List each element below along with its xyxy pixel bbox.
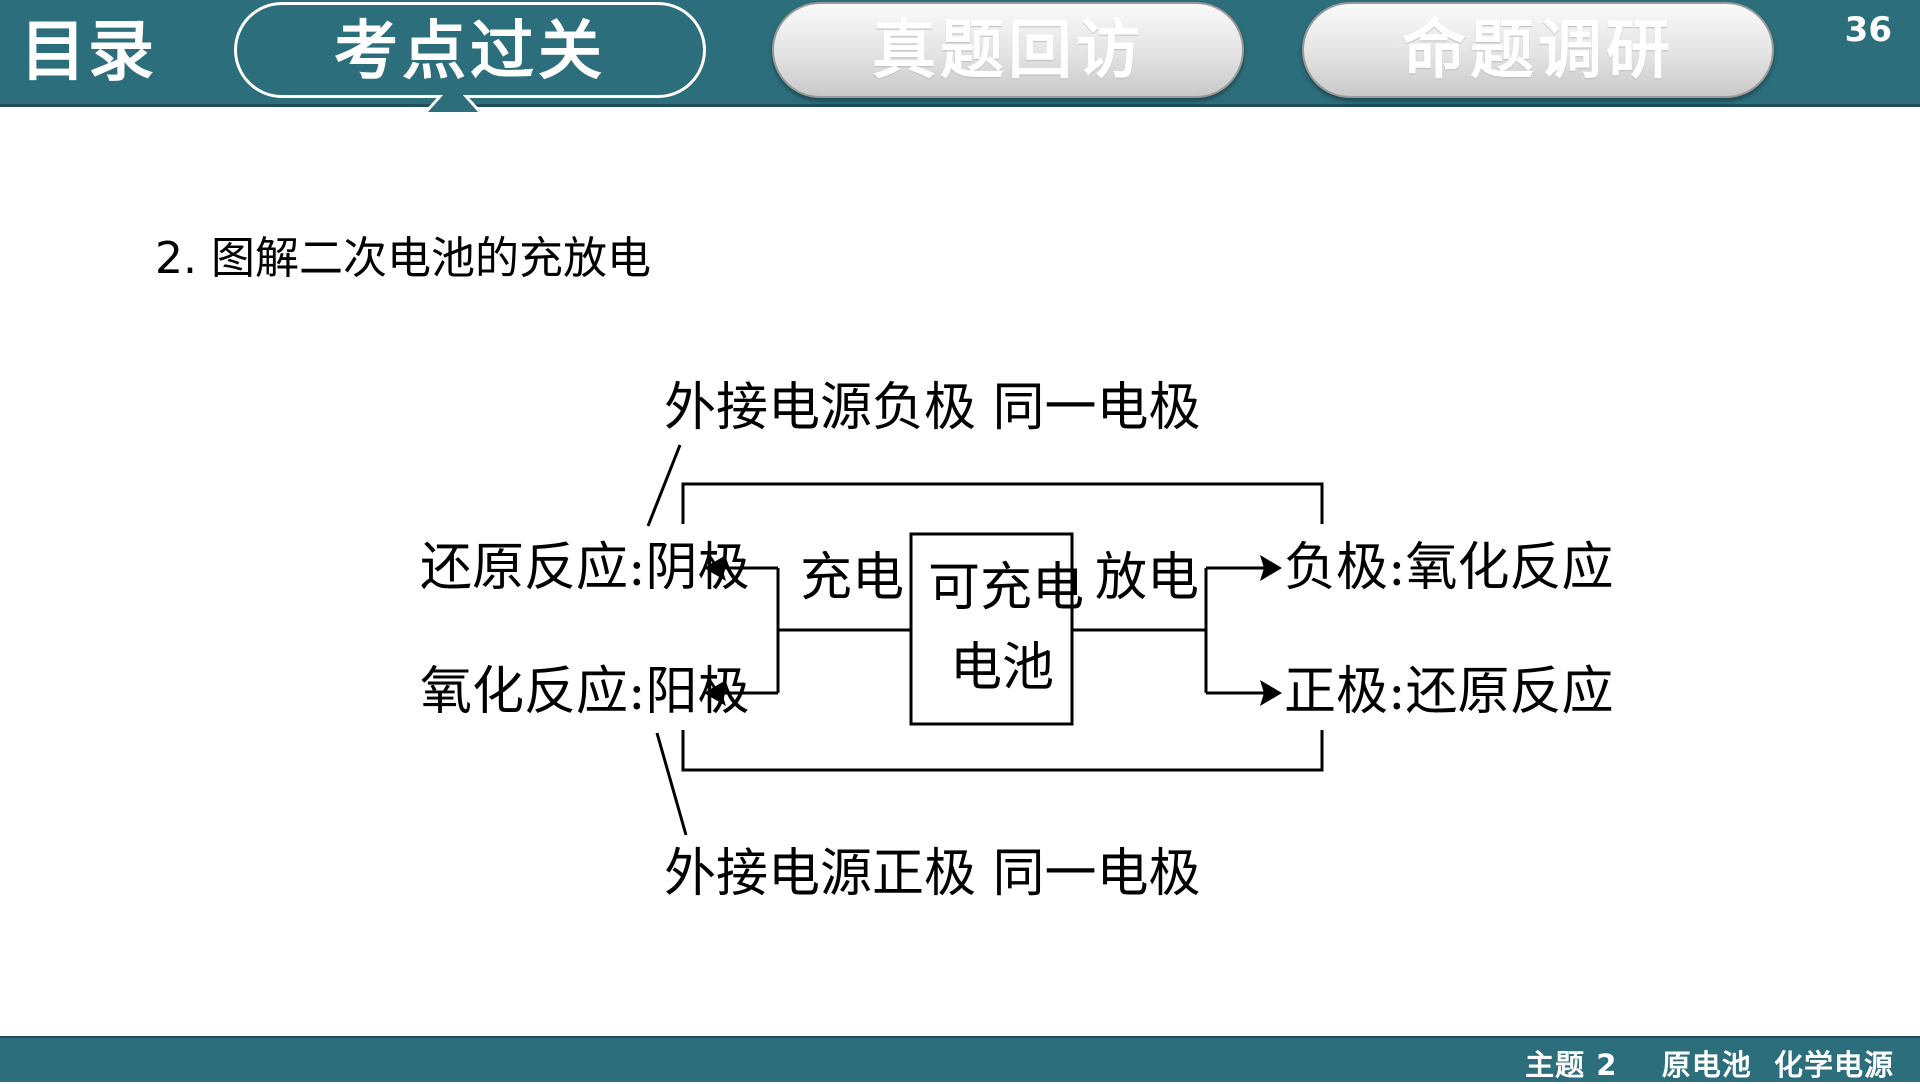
bottom-annotation: 外接电源正极 同一电极: [664, 844, 1201, 904]
tab-mingti-diaoyan[interactable]: 命题调研: [1302, 2, 1774, 98]
center-box-line1: 可充电: [928, 558, 1085, 618]
footer-topic-label: 主题 2 原电池 化学电源: [1525, 1048, 1894, 1082]
toc-button[interactable]: 目录: [20, 13, 156, 90]
left-bottom-label: 氧化反应:阳极: [420, 662, 750, 722]
page-number: 36: [1844, 10, 1892, 50]
arrowhead-right-bottom: [1260, 680, 1282, 706]
arrowhead-right-top: [1260, 555, 1282, 581]
top-leader-line: [646, 444, 682, 527]
section-title: 2. 图解二次电池的充放电: [155, 233, 651, 284]
top-bracket-line: [681, 482, 1324, 524]
footer-bar: 主题 2 原电池 化学电源: [0, 1036, 1920, 1082]
discharge-label: 放电: [1095, 548, 1200, 608]
top-nav-bar: 目录 考点过关 真题回访 命题调研 36: [0, 0, 1920, 112]
right-bottom-label: 正极:还原反应: [1284, 662, 1614, 722]
left-top-label: 还原反应:阴极: [420, 538, 750, 598]
bottom-leader-line: [655, 732, 688, 836]
tab-zhenti-huifang[interactable]: 真题回访: [772, 2, 1244, 98]
active-tab-pointer: [428, 84, 478, 112]
bottom-bracket-line: [681, 730, 1324, 772]
center-box-line2: 电池: [950, 638, 1055, 698]
charge-label: 充电: [800, 548, 905, 608]
tab-kaodian-guoguan[interactable]: 考点过关: [234, 2, 706, 98]
right-top-label: 负极:氧化反应: [1284, 538, 1614, 598]
top-annotation: 外接电源负极 同一电极: [664, 378, 1201, 438]
